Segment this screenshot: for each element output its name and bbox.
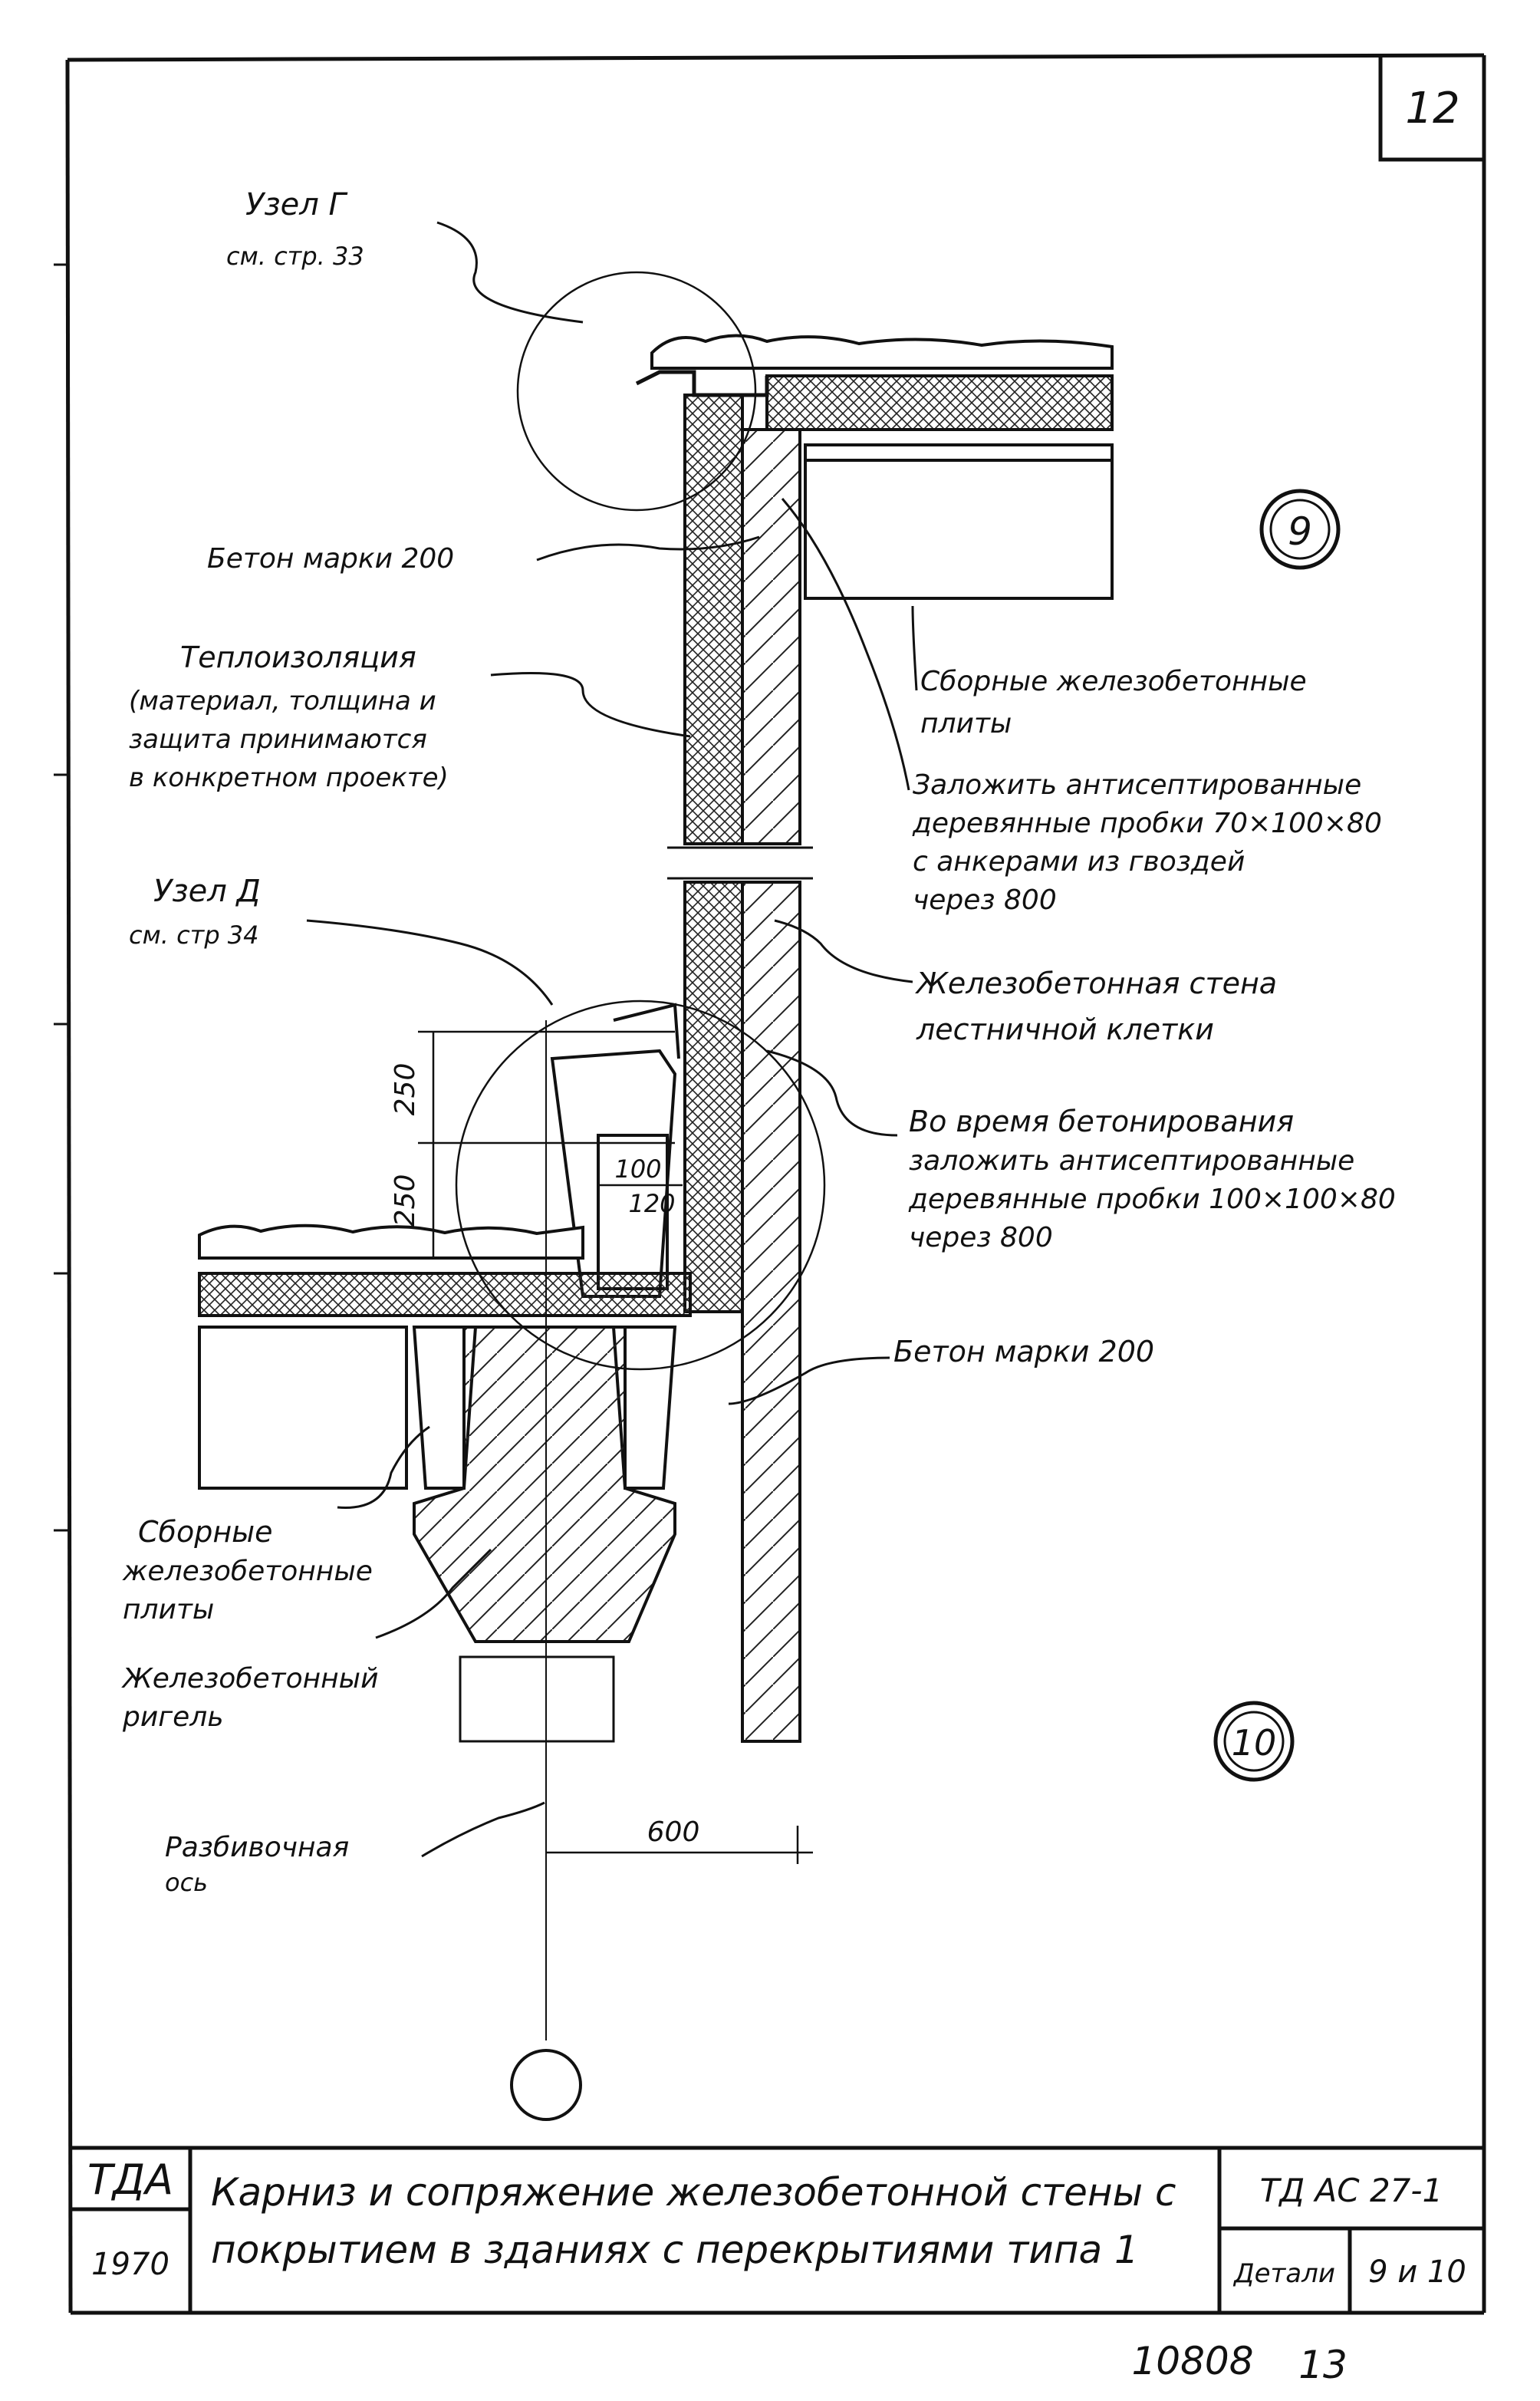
tb-details-label: Детали [1232, 2258, 1335, 2289]
precast-slabs-bot-1: Сборные [138, 1515, 273, 1549]
tb-year: 1970 [91, 2247, 169, 2282]
dim-600: 600 [647, 1816, 700, 1848]
precast-slabs-bot-2: железобетонные [122, 1556, 373, 1587]
plugs-100-line-2: заложить антисептированные [909, 1145, 1354, 1177]
detail-10-label: 10 [1232, 1722, 1277, 1764]
node-g-title: Узел Г [245, 187, 348, 222]
concrete-200-mid: Бетон марки 200 [893, 1335, 1154, 1368]
axis-bubble [510, 2049, 582, 2121]
plugs-100-line-1: Во время бетонирования [909, 1105, 1294, 1138]
tb-details-value: 9 и 10 [1368, 2254, 1466, 2290]
footer-number-1: 10808 [1131, 2339, 1253, 2383]
node-d-ref: см. стр 34 [129, 921, 259, 950]
tb-title-line-2: покрытием в зданиях с перекрытиями типа … [211, 2228, 1139, 2272]
detail-9-label: 9 [1288, 509, 1312, 554]
plugs-70-line-3: с анкерами из гвоздей [913, 846, 1245, 878]
beam-line-1: Железобетонный [121, 1663, 379, 1695]
plugs-70-line-1: Заложить антисептированные [913, 769, 1361, 801]
stair-wall-1: Железобетонная стена [915, 967, 1277, 1000]
axis-label-1: Разбивочная [165, 1832, 349, 1863]
dim-100: 100 [614, 1154, 661, 1184]
stair-wall-2: лестничной клетки [916, 1013, 1214, 1046]
detail-10-section [198, 881, 801, 1743]
plugs-70-line-2: деревянные пробки 70×100×80 [912, 808, 1382, 839]
node-d-title: Узел Д [153, 874, 261, 909]
leader-lines [306, 221, 918, 1858]
precast-slabs-top-1: Сборные железобетонные [920, 666, 1307, 697]
node-d-circle [455, 1000, 826, 1371]
plugs-70-line-4: через 800 [913, 884, 1057, 916]
plugs-100-line-4: через 800 [909, 1222, 1053, 1253]
detail-9-section [635, 334, 1114, 880]
insulation-line-2: (материал, толщина и [129, 686, 436, 716]
dim-250-top: 250 [390, 1063, 421, 1116]
title-block [71, 2146, 1484, 2313]
dim-250-bot: 250 [390, 1174, 421, 1227]
precast-slabs-top-2: плиты [920, 708, 1012, 739]
footer-number-2: 13 [1298, 2343, 1348, 2387]
page-number-box: 12 [1378, 57, 1484, 162]
dim-120: 120 [628, 1189, 675, 1218]
plugs-100-line-3: деревянные пробки 100×100×80 [908, 1184, 1396, 1215]
tb-title-line-1: Карниз и сопряжение железобетонной стены… [211, 2170, 1176, 2215]
axis-label-2: ось [165, 1868, 208, 1897]
concrete-200-top: Бетон марки 200 [207, 543, 454, 575]
tb-org: ТДА [87, 2156, 173, 2204]
dimensions [418, 1030, 813, 1864]
insulation-line-3: защита принимаются [129, 724, 427, 755]
detail-10-marker: 10 [1213, 1701, 1295, 1782]
margin-ticks [54, 263, 69, 1532]
insulation-line-1: Теплоизоляция [180, 641, 416, 674]
page-number: 12 [1405, 84, 1459, 133]
tb-code: ТД АС 27-1 [1260, 2172, 1443, 2209]
detail-9-marker: 9 [1259, 489, 1341, 570]
insulation-line-4: в конкретном проекте) [129, 762, 449, 793]
beam-line-2: ригель [122, 1701, 224, 1733]
precast-slabs-bot-3: плиты [123, 1594, 214, 1625]
axis-line [510, 1020, 582, 2121]
sheet-frame [65, 53, 1486, 2315]
node-g-ref: см. стр. 33 [226, 242, 364, 271]
node-g-circle [516, 271, 757, 512]
